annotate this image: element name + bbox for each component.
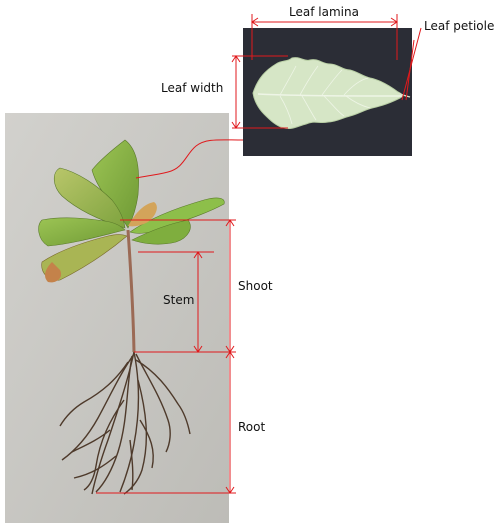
leaf-petiole-label: Leaf petiole bbox=[424, 20, 494, 32]
stem-label: Stem bbox=[163, 294, 194, 306]
root-label: Root bbox=[238, 421, 265, 433]
shoot-label: Shoot bbox=[238, 280, 273, 292]
leaf-lamina-label: Leaf lamina bbox=[289, 6, 359, 18]
leaf-width-label: Leaf width bbox=[161, 82, 223, 94]
